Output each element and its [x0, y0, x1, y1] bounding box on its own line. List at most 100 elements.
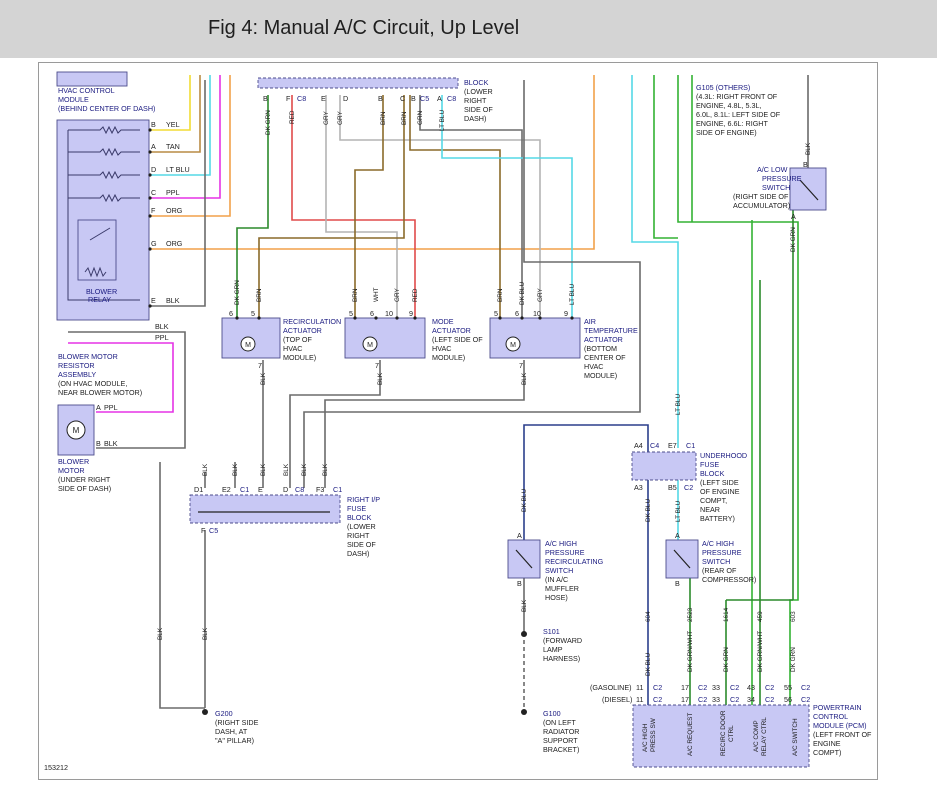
low-switch-label-3: SWITCH — [762, 183, 790, 192]
wire-gry-top-2 — [339, 95, 541, 318]
pin-fuse-d1: D1 — [194, 485, 203, 494]
low-switch-label-1: A/C LOW — [757, 165, 788, 174]
uh-label-2: FUSE — [700, 460, 719, 469]
mode-label-1: MODE — [432, 317, 454, 326]
pcm-input-3b: CTRL — [728, 725, 735, 742]
wire-label-blk: BLK — [166, 296, 180, 305]
g100-label-1: G100 — [543, 709, 561, 718]
resistor-label-1: BLOWER MOTOR — [58, 352, 118, 361]
blower-motor-label-3: (UNDER RIGHT — [58, 475, 111, 484]
g105-label-4: 6.0L, 8.1L: LEFT SIDE OF — [696, 110, 781, 119]
pcm-input-1a: A/C HIGH — [642, 723, 649, 752]
relay-coil — [84, 266, 107, 278]
gas-pin-33: 33 — [712, 683, 720, 692]
top-block-label-2: (LOWER — [464, 87, 493, 96]
wire-label-fuse-blk3: BLK — [260, 463, 267, 476]
pin-rec-6: 6 — [229, 309, 233, 318]
ip-fuse-label-4: (LOWER — [347, 522, 376, 531]
recirc-label-2: ACTUATOR — [283, 326, 322, 335]
recirc-label-4: HVAC — [283, 344, 302, 353]
g100-ground-icon — [521, 709, 527, 715]
wire-label-fuse-blk5: BLK — [301, 463, 308, 476]
die-c2-4: C2 — [765, 695, 774, 704]
wire-label-uh-dkblu: DK BLU — [645, 499, 652, 522]
conn-fuse-c5: C5 — [209, 526, 218, 535]
wire-label-rec-dkgrn: DK GRN — [234, 280, 241, 305]
s101-label-2: (FORWARD — [543, 636, 582, 645]
wire-label-fuse-out-blk: BLK — [202, 627, 209, 640]
figure-title: Fig 4: Manual A/C Circuit, Up Level — [208, 17, 520, 39]
wire-ltblu-top — [441, 95, 573, 318]
air-label-2: TEMPERATURE — [584, 326, 638, 335]
uh-label-7: NEAR — [700, 505, 720, 514]
wire-label-hpr-dkblu: DK BLU — [521, 489, 528, 512]
svg-text:M: M — [73, 426, 80, 435]
pin-air-5: 5 — [494, 309, 498, 318]
pcm-input-1b: PRESS SW — [650, 717, 657, 752]
g100-label-2: (ON LEFT — [543, 718, 576, 727]
mode-label-5: MODULE) — [432, 353, 465, 362]
wire-label-top-brn1: BRN — [380, 111, 387, 125]
pin-low-b: B — [803, 160, 808, 169]
wire-blk-res — [68, 331, 186, 449]
hp-label-2: PRESSURE — [702, 548, 742, 557]
wire-label-tan: TAN — [166, 142, 180, 151]
wire-dkgrn-top — [236, 95, 269, 318]
wire-blk-mode — [289, 360, 381, 488]
hvac-module-label-2: MODULE — [58, 95, 89, 104]
g200-ground-icon — [202, 709, 208, 715]
pin-mode-10: 10 — [385, 309, 393, 318]
pcm-input-4b: RELAY CTRL — [761, 717, 768, 756]
pin-top-d: D — [343, 94, 348, 103]
wire-red-top — [291, 95, 416, 318]
pin-top-a: A — [437, 94, 442, 103]
pcm-input-2a: A/C REQUEST — [687, 713, 694, 756]
g100-label-5: BRACKET) — [543, 745, 579, 754]
blower-motor-label-2: MOTOR — [58, 466, 85, 475]
blower-relay — [77, 219, 117, 281]
pin-mode-7: 7 — [375, 361, 379, 370]
g200-label-4: "A" PILLAR) — [215, 736, 254, 745]
low-switch-label-4: (RIGHT SIDE OF — [733, 192, 789, 201]
uh-label-3: BLOCK — [700, 469, 725, 478]
gas-c2-4: C2 — [765, 683, 774, 692]
pin-motor-b: B — [96, 439, 101, 448]
circuit-603: 603 — [790, 611, 797, 622]
pin-uh-e7: E7 — [668, 441, 677, 450]
pin-top-b2: B — [378, 94, 383, 103]
conn-uh-c1: C1 — [686, 441, 695, 450]
hp-label-3: SWITCH — [702, 557, 730, 566]
air-label-1: AIR — [584, 317, 596, 326]
wire-org-1 — [150, 75, 231, 217]
pcm-input-4a: A/C COMP — [753, 720, 760, 752]
g105-label-3: ENGINE, 4.8L, 5.3L, — [696, 101, 762, 110]
air-label-4: (BOTTOM — [584, 344, 617, 353]
blower-motor-label-4: SIDE OF DASH) — [58, 484, 111, 493]
pin-top-b: B — [263, 94, 268, 103]
die-pin-17: 17 — [681, 695, 689, 704]
svg-text:M: M — [510, 342, 516, 349]
relay-switch — [89, 227, 111, 241]
wire-label-res-blk: BLK — [155, 322, 169, 331]
wire-label-pcm-dkgrn: DK GRN — [723, 647, 730, 672]
die-c2-1: C2 — [653, 695, 662, 704]
pin-mode-9: 9 — [409, 309, 413, 318]
resistor-label-3: ASSEMBLY — [58, 370, 96, 379]
pin-air-6: 6 — [515, 309, 519, 318]
pin-fuse-e: E — [258, 485, 263, 494]
pin-hvac-a: A — [151, 142, 156, 151]
row-gasoline: (GASOLINE) — [590, 683, 632, 692]
wire-brn-top-2 — [258, 95, 405, 318]
pin-rec-5: 5 — [251, 309, 255, 318]
pin-dots — [148, 128, 574, 320]
pin-uh-b5: B5 — [668, 483, 677, 492]
air-label-6: HVAC — [584, 362, 603, 371]
wire-grn-right-2 — [677, 75, 799, 705]
wire-label-fuse-blk1: BLK — [202, 463, 209, 476]
ip-fuse-label-5: RIGHT — [347, 531, 370, 540]
wire-label-yel: YEL — [166, 120, 180, 129]
wire-label-pcm-dkgrnwht: DK GRN/WHT — [687, 631, 694, 672]
pcm-label-6: COMPT) — [813, 748, 841, 757]
hpr-label-7: HOSE) — [545, 593, 568, 602]
